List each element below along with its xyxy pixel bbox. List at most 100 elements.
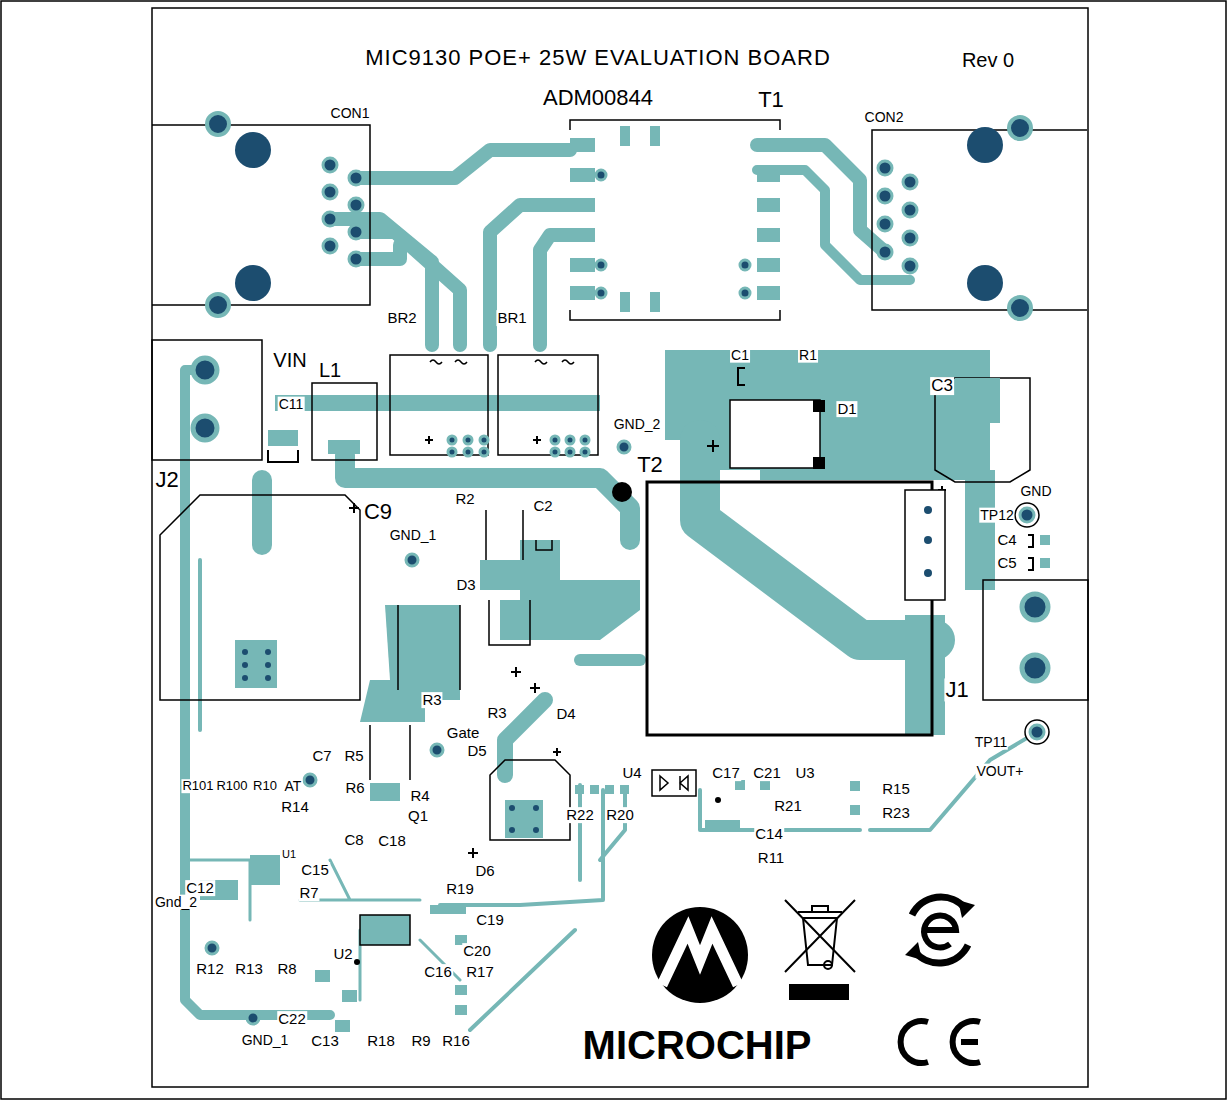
silkscreen-label: C12 [185,880,215,896]
silkscreen-label: R100 [215,779,248,793]
silkscreen-label: R19 [445,881,475,897]
silkscreen-label: R4 [409,788,430,804]
part-outline [730,368,1030,482]
transformer-footprint [570,120,780,320]
polarity-mark [349,436,946,858]
silkscreen-label: D3 [455,577,476,593]
silkscreen-label: Gate [446,725,481,741]
silkscreen-label: TP12 [979,508,1014,523]
silkscreen-label: GND_1 [241,1033,290,1048]
silkscreen-label: R6 [344,780,365,796]
silkscreen-label: R21 [773,798,803,814]
silkscreen-label: R14 [280,799,310,815]
silkscreen-label: D5 [466,743,487,759]
silkscreen-label: GND [1019,484,1052,499]
silkscreen-label: D4 [555,706,576,722]
silkscreen-label: R20 [605,807,635,823]
silkscreen-label: D6 [474,863,495,879]
silkscreen-label: C22 [277,1011,307,1027]
silkscreen-label: R5 [343,748,364,764]
silkscreen-label: U1 [281,849,297,861]
copper-pours [275,350,995,735]
silkscreen-label: R3 [486,705,507,721]
silkscreen-label: R22 [565,807,595,823]
silkscreen-label: TP11 [974,735,1008,750]
silkscreen-label: VOUT+ [975,764,1024,779]
silkscreen-label: R18 [366,1033,396,1049]
power-jack [152,340,262,460]
silkscreen-label: D1 [836,401,857,417]
silkscreen-label: J1 [944,678,969,701]
bridge-footprint [390,355,598,455]
silkscreen-label: R12 [195,961,225,977]
silkscreen-label: CON1 [330,106,371,121]
silkscreen-label: C15 [300,862,330,878]
capacitor-footprint [160,495,360,700]
board-outline [152,8,1088,1087]
microchip-logo [652,907,748,1003]
silkscreen-label: C8 [343,832,364,848]
silkscreen-label: C4 [996,532,1017,548]
silkscreen-label: BR2 [386,310,417,326]
silkscreen-label: BR1 [496,310,527,326]
output-terminal [983,503,1088,744]
rj45-connector [872,117,1087,319]
silkscreen-label: C19 [475,912,505,928]
silkscreen-label: R17 [465,964,495,980]
silkscreen-label: C18 [377,833,407,849]
silkscreen-label: C7 [311,748,332,764]
silkscreen-label: R7 [298,885,319,901]
silkscreen-label: T2 [636,453,664,476]
silkscreen-label: C13 [310,1033,340,1049]
copper-traces [185,145,1037,1030]
silkscreen-label: R13 [234,961,264,977]
silkscreen-label: C11 [278,397,305,412]
silkscreen-label: Gnd_2 [154,895,198,910]
silkscreen-label: U3 [794,765,815,781]
silkscreen-label: R8 [276,961,297,977]
silkscreen-label: R3 [421,692,442,708]
silkscreen-label: R2 [454,491,475,507]
inductor-footprint [268,383,377,462]
ce-mark [901,1021,980,1063]
silkscreen-label: R9 [410,1033,431,1049]
silkscreen-label: U2 [332,946,353,962]
weee-symbol [785,900,855,999]
silkscreen-label: C5 [996,555,1017,571]
silkscreen-label: J2 [154,468,179,491]
silkscreen-label: VIN [272,350,307,371]
silkscreen-label: CON2 [864,110,905,125]
part-outline [200,760,860,1032]
silkscreen-label: C16 [423,964,453,980]
silkscreen-label: R10 [252,779,278,793]
silkscreen-label: Rev 0 [961,50,1015,71]
silkscreen-label: C3 [930,377,954,395]
silkscreen-label: ADM00844 [542,86,654,109]
transformer-footprint [612,482,945,735]
silkscreen-label: R23 [881,805,911,821]
board-title: MIC9130 POE+ 25W EVALUATION BOARD [364,46,832,69]
silkscreen-label: AT [284,779,303,794]
silkscreen-label: C14 [754,826,784,842]
silkscreen-label: C21 [752,765,782,781]
silkscreen-label: C1 [730,348,750,363]
silkscreen-label: R15 [881,781,911,797]
silkscreen-label: GND_1 [389,528,438,543]
rj45-connector [152,113,370,316]
silkscreen-label: GND_2 [613,417,662,432]
rohs-symbol [905,897,975,963]
via-holes [206,436,630,1024]
silkscreen-label: R1 [798,348,818,363]
silkscreen-label: C20 [462,943,492,959]
silkscreen-label: C9 [363,500,393,523]
silkscreen-label: L1 [318,360,342,381]
logo-wordmark: MICROCHIP [582,1024,813,1066]
silkscreen-label: R11 [757,850,785,866]
part-outline [370,510,552,780]
silkscreen-label: C2 [532,498,553,514]
silkscreen-label: U4 [621,765,642,781]
silkscreen-label: R16 [441,1033,471,1049]
